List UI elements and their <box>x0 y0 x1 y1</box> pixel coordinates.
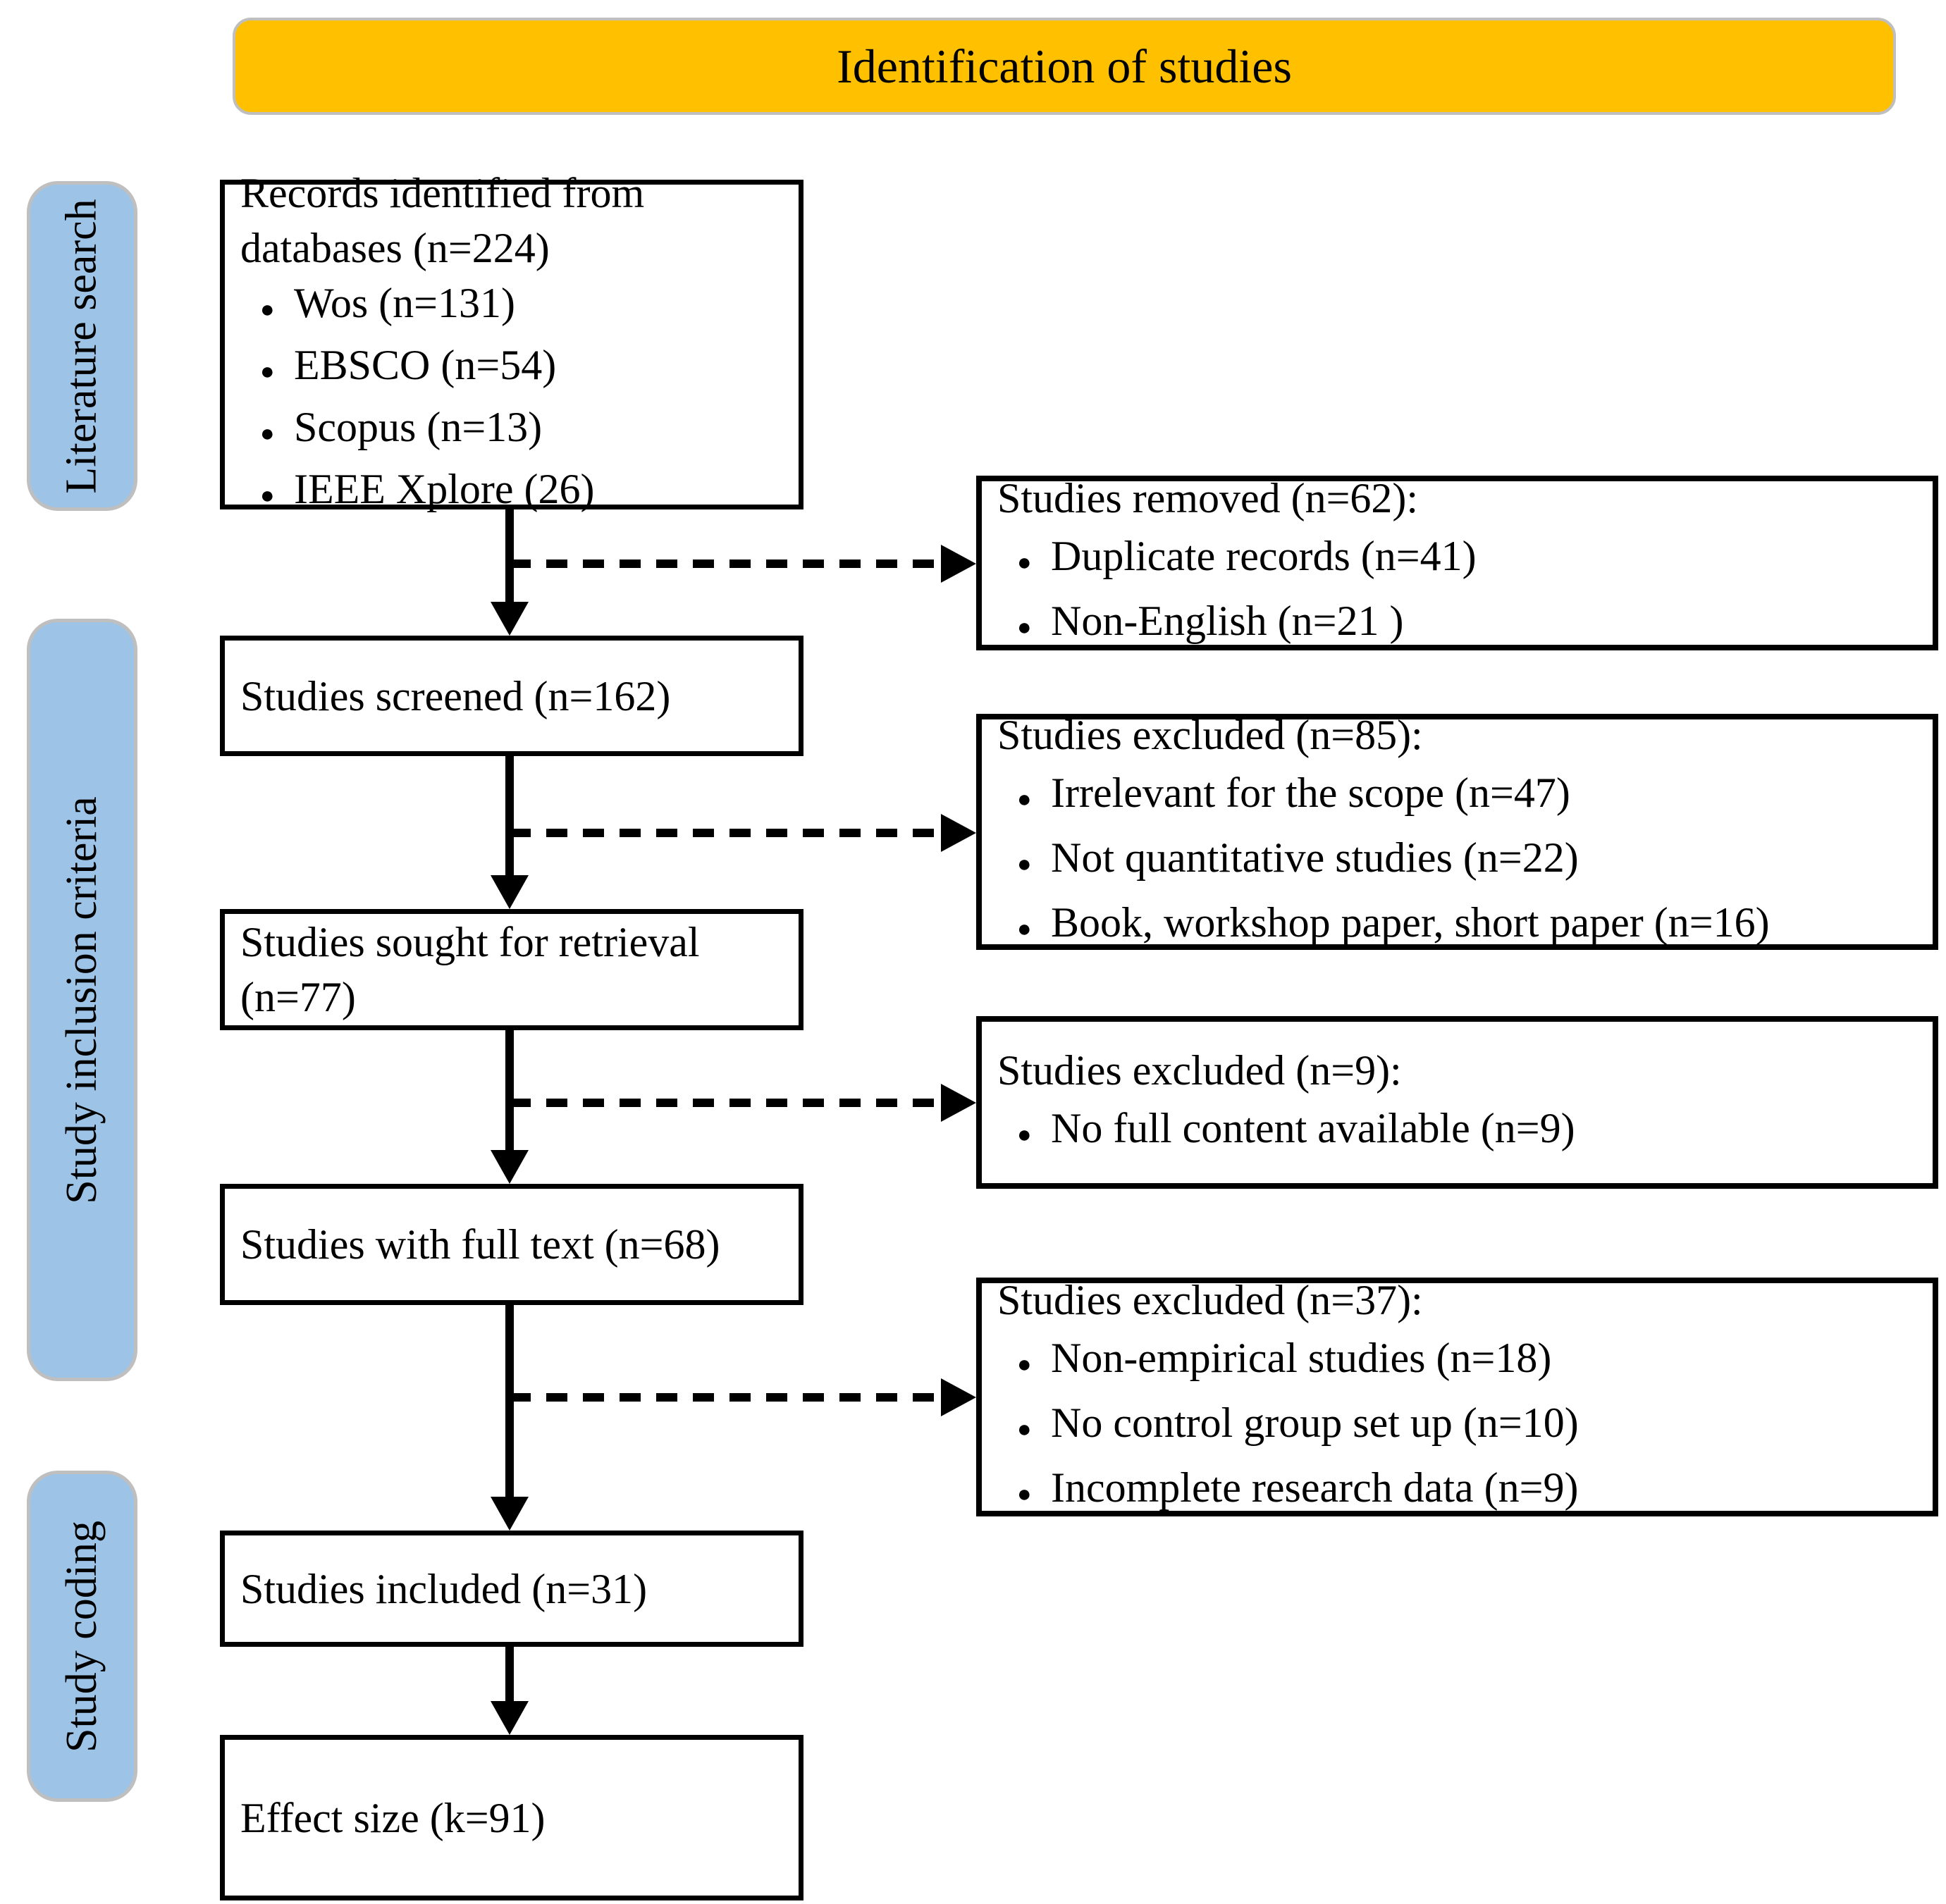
bullet-text: Book, workshop paper, short paper (n=16) <box>1051 898 1770 946</box>
bullet-icon: ● <box>1017 915 1032 942</box>
flow-box-text-line: databases (n=224) <box>240 225 550 271</box>
stage-label-text: Literature search <box>58 198 106 494</box>
bullet-text: Irrelevant for the scope (n=47) <box>1051 769 1570 816</box>
dashed-arrow-to-excluded-85 <box>510 814 976 852</box>
bullet-text: Non-English (n=21 ) <box>1051 598 1404 644</box>
arrow-shaft <box>505 509 514 606</box>
flow-box-text-line: Records identified from <box>240 170 645 216</box>
bullet-icon: ● <box>260 297 275 323</box>
flow-box-studies-included: Studies included (n=31) <box>220 1531 803 1647</box>
flow-box-effect-size: Effect size (k=91) <box>220 1735 803 1900</box>
exclusion-box-header: Studies excluded (n=37): <box>997 1276 1423 1323</box>
exclusion-box-header: Studies excluded (n=85): <box>997 711 1423 758</box>
exclusion-box-excluded-85: Studies excluded (n=85): ● Irrelevant fo… <box>976 712 1938 950</box>
arrow-head-right-icon <box>941 814 976 852</box>
bullet-item: ● Not quantitative studies (n=22) <box>997 829 1927 894</box>
down-arrow-included-to-effect <box>487 1647 532 1735</box>
arrow-shaft <box>505 1030 514 1154</box>
bullet-icon: ● <box>260 359 275 385</box>
down-arrow-fulltext-to-included <box>487 1305 532 1531</box>
bullet-item: ● No full content available (n=9) <box>997 1099 1927 1164</box>
dashed-arrow-to-excluded-37 <box>510 1378 976 1416</box>
stage-label-text: Study inclusion criteria <box>58 796 106 1204</box>
arrow-head-down-icon <box>491 602 529 636</box>
flow-box-studies-sought: Studies sought for retrieval (n=77) <box>220 909 803 1030</box>
bullet-text: Not quantitative studies (n=22) <box>1051 834 1579 881</box>
bullet-icon: ● <box>1017 851 1032 877</box>
dashed-line <box>510 829 945 837</box>
bullet-item: ● Irrelevant for the scope (n=47) <box>997 764 1927 829</box>
arrow-head-down-icon <box>491 875 529 909</box>
stage-label-study-coding: Study coding <box>27 1471 137 1802</box>
arrow-head-down-icon <box>491 1150 529 1184</box>
bullet-item: ● No control group set up (n=10) <box>997 1394 1927 1459</box>
flow-box-studies-full-text: Studies with full text (n=68) <box>220 1184 803 1305</box>
bullet-item: ● Incomplete research data (n=9) <box>997 1459 1927 1523</box>
bullet-text: No full content available (n=9) <box>1051 1104 1575 1151</box>
bullet-item: ● Duplicate records (n=41) <box>997 527 1927 592</box>
arrow-head-down-icon <box>491 1497 529 1531</box>
bullet-text: Scopus (n=13) <box>294 404 543 450</box>
exclusion-box-studies-removed: Studies removed (n=62): ● Duplicate reco… <box>976 475 1938 650</box>
arrow-shaft <box>505 1305 514 1501</box>
dashed-arrow-to-studies-removed <box>510 545 976 583</box>
exclusion-box-excluded-37: Studies excluded (n=37): ● Non-empirical… <box>976 1277 1938 1516</box>
flow-box-studies-screened: Studies screened (n=162) <box>220 636 803 756</box>
bullet-icon: ● <box>1017 550 1032 576</box>
arrow-shaft <box>505 756 514 879</box>
bullet-icon: ● <box>1017 786 1032 812</box>
bullet-icon: ● <box>1017 614 1032 641</box>
flow-box-text-line: Studies with full text (n=68) <box>240 1221 720 1268</box>
dashed-line <box>510 1099 945 1107</box>
stage-label-study-inclusion-criteria: Study inclusion criteria <box>27 619 137 1381</box>
arrow-head-right-icon <box>941 1084 976 1122</box>
stage-label-text: Study coding <box>58 1520 106 1752</box>
bullet-item: ● Non-English (n=21 ) <box>997 592 1927 657</box>
diagram-title: Identification of studies <box>837 39 1292 93</box>
bullet-item: ● EBSCO (n=54) <box>240 338 793 400</box>
dashed-line <box>510 1393 945 1402</box>
bullet-text: EBSCO (n=54) <box>294 342 557 388</box>
bullet-text: IEEE Xplore (26) <box>294 466 595 512</box>
flow-box-text-line: Studies sought for retrieval (n=77) <box>240 919 700 1020</box>
exclusion-box-header: Studies excluded (n=9): <box>997 1046 1402 1094</box>
bullet-icon: ● <box>1017 1351 1032 1378</box>
bullet-icon: ● <box>1017 1480 1032 1507</box>
arrow-head-right-icon <box>941 545 976 583</box>
flow-box-records-identified: Records identified from databases (n=224… <box>220 170 803 512</box>
bullet-icon: ● <box>1017 1416 1032 1442</box>
flow-box-text-line: Studies screened (n=162) <box>240 672 671 719</box>
bullet-icon: ● <box>1017 1121 1032 1148</box>
stage-label-literature-search: Literature search <box>27 181 137 511</box>
bullet-item: ● Book, workshop paper, short paper (n=1… <box>997 894 1927 958</box>
bullet-item: ● IEEE Xplore (26) <box>240 462 793 524</box>
flow-box-text-line: Effect size (k=91) <box>240 1794 546 1841</box>
bullet-item: ● Wos (n=131) <box>240 276 793 338</box>
bullet-text: No control group set up (n=10) <box>1051 1399 1579 1446</box>
title-banner: Identification of studies <box>233 18 1896 115</box>
down-arrow-screened-to-sought <box>487 756 532 909</box>
arrow-shaft <box>505 1647 514 1705</box>
bullet-item: ● Scopus (n=13) <box>240 400 793 462</box>
bullet-icon: ● <box>260 483 275 509</box>
arrow-head-down-icon <box>491 1701 529 1735</box>
bullet-text: Incomplete research data (n=9) <box>1051 1464 1579 1511</box>
bullet-text: Non-empirical studies (n=18) <box>1051 1334 1552 1381</box>
bullet-icon: ● <box>260 421 275 447</box>
bullet-item: ● Non-empirical studies (n=18) <box>997 1329 1927 1394</box>
exclusion-box-header: Studies removed (n=62): <box>997 475 1419 521</box>
down-arrow-sought-to-fulltext <box>487 1030 532 1184</box>
down-arrow-records-to-screened <box>487 509 532 636</box>
arrow-head-right-icon <box>941 1378 976 1416</box>
dashed-line <box>510 560 945 568</box>
flow-box-text-line: Studies included (n=31) <box>240 1565 648 1612</box>
bullet-text: Wos (n=131) <box>294 280 515 326</box>
exclusion-box-excluded-9: Studies excluded (n=9): ● No full conten… <box>976 1016 1938 1189</box>
bullet-text: Duplicate records (n=41) <box>1051 533 1477 579</box>
dashed-arrow-to-excluded-9 <box>510 1084 976 1122</box>
